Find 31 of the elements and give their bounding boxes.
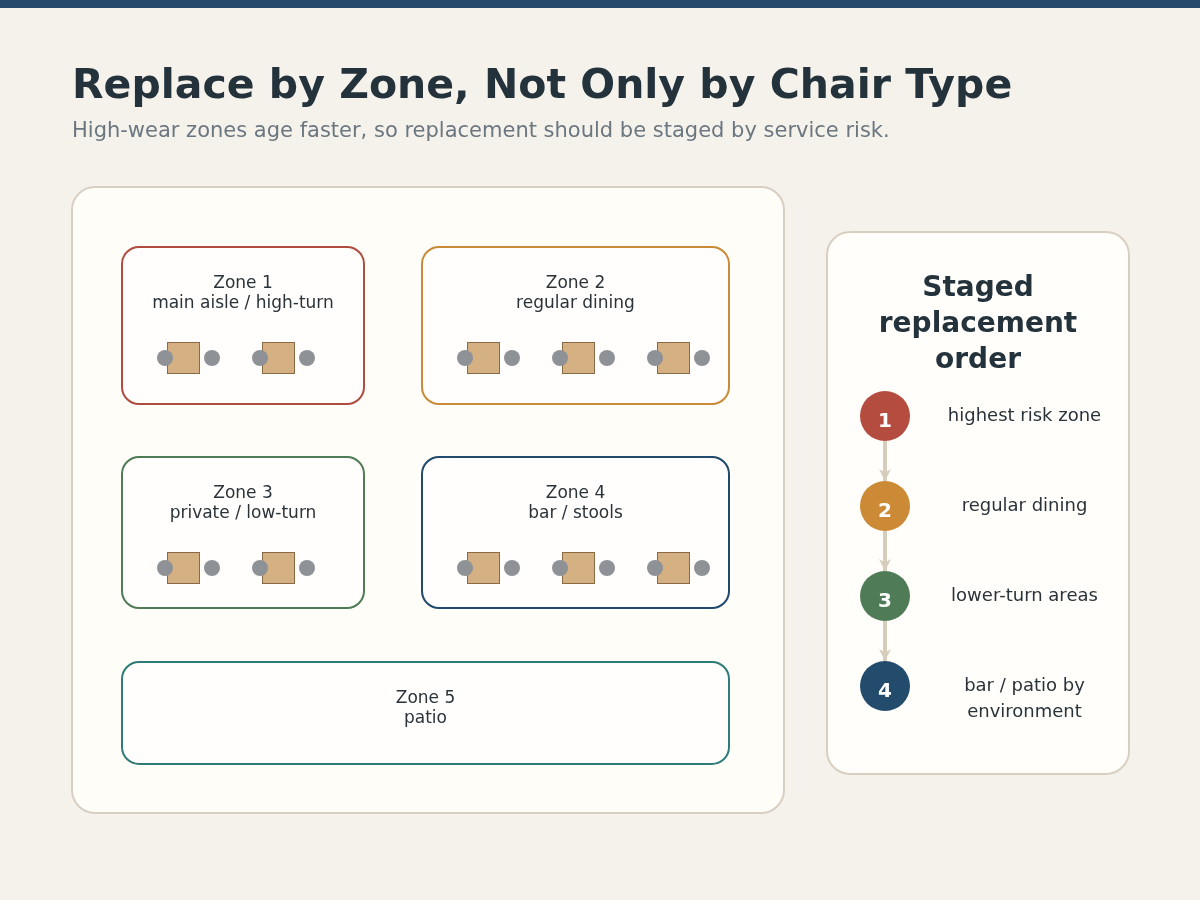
step-number: 3 (860, 571, 910, 621)
step-description: lower-turn areas (951, 584, 1098, 605)
step-number: 4 (860, 661, 910, 711)
zone-name: Zone 5 (395, 687, 456, 707)
connector-arrow (879, 531, 891, 571)
subtitle: High-wear zones age faster, so replacement should be staged by service risk. (72, 117, 890, 144)
step-number: 1 (860, 391, 910, 441)
zone-name: Zone 1 (213, 272, 273, 292)
zone-box (121, 661, 730, 765)
zone-description: patio (404, 707, 447, 727)
zone-description: regular dining (516, 292, 635, 312)
zone-name: Zone 3 (213, 482, 273, 502)
zone-box (421, 246, 730, 405)
floor-plan-panel (71, 186, 785, 814)
order-panel (826, 231, 1130, 775)
zone-box (421, 456, 730, 609)
zone-box (121, 246, 365, 405)
step-description: bar / patio by environment (964, 674, 1085, 721)
connector-arrow (879, 441, 891, 481)
connector-arrow (879, 621, 891, 661)
zone-box (121, 456, 365, 609)
zone-description: main aisle / high-turn (152, 292, 334, 312)
step-description: regular dining (961, 494, 1088, 515)
zone-description: bar / stools (528, 502, 623, 522)
step-description: highest risk zone (947, 404, 1102, 425)
zone-description: private / low-turn (169, 502, 317, 522)
panel-heading: Staged replacement order (878, 270, 1078, 375)
zone-name: Zone 4 (545, 482, 606, 502)
title: Replace by Zone, Not Only by Chair Type (72, 59, 1013, 110)
zone-name: Zone 2 (545, 272, 606, 292)
step-number: 2 (860, 481, 910, 531)
